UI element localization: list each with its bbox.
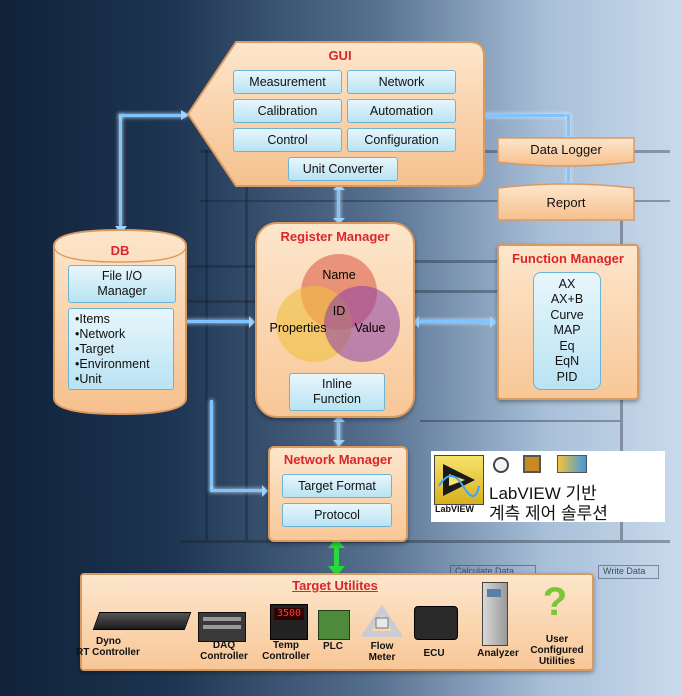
protocol-button[interactable]: Protocol [282,503,392,527]
db-item: •Environment [75,356,150,371]
calibration-button[interactable]: Calibration [233,99,342,123]
measurement-button[interactable]: Measurement [233,70,342,94]
utility-label-user: User Configured Utilities [530,634,584,667]
configuration-button[interactable]: Configuration [347,128,456,152]
temp-controller-icon: 3500 [270,604,308,640]
analyzer-icon [482,582,508,646]
inline-line2: Function [313,392,361,406]
inline-line1: Inline [322,377,352,391]
network-button[interactable]: Network [347,70,456,94]
utility-label-plc: PLC [323,641,343,652]
venn-properties: Properties [269,321,327,335]
inline-function[interactable]: Inline Function [289,373,385,411]
file-io-manager[interactable]: File I/O Manager [68,265,176,303]
db-item-list: •Items •Network •Target •Environment •Un… [68,308,174,390]
db-title: DB [110,243,130,258]
ecu-icon [414,606,458,640]
function-item[interactable]: AX [558,276,576,291]
automation-button[interactable]: Automation [347,99,456,123]
dyno-rack-icon [92,612,192,630]
labview-badge: LabVIEW LabVIEW 기반 계측 제어 솔루션 [431,451,665,523]
venn-id: ID [332,304,346,318]
utility-label-flow: Flow Meter [368,641,396,663]
write-data-label: Write Data [598,565,659,579]
utility-label-daq: DAQ Controller [200,640,248,662]
venn-name: Name [322,268,356,282]
file-io-line2: Manager [97,284,147,298]
function-item[interactable]: EqN [554,354,580,369]
data-logger-label[interactable]: Data Logger [530,142,602,157]
function-item[interactable]: AX+B [550,292,584,307]
utility-label-analyzer: Analyzer [477,648,519,659]
report-label[interactable]: Report [546,195,586,210]
labview-logo-text: LabVIEW [435,504,475,514]
function-item[interactable]: Curve [550,307,584,322]
db-item: •Target [75,341,115,356]
chip-icon [523,455,541,473]
function-manager-title: Function Manager [512,251,624,266]
labview-line1: LabVIEW 기반 [489,484,597,503]
flow-meter-icon [362,604,402,637]
register-manager-title: Register Manager [280,229,390,244]
utility-label-dyno: Dyno RT Controller [76,636,140,658]
target-format-button[interactable]: Target Format [282,474,392,498]
gui-title: GUI [328,48,352,63]
function-item[interactable]: PID [556,369,578,384]
question-mark-icon: ? [542,580,568,624]
control-button[interactable]: Control [233,128,342,152]
db-item: •Unit [75,371,102,386]
function-list: AX AX+B Curve MAP Eq EqN PID [533,272,601,390]
utility-label-ecu: ECU [423,648,445,659]
file-io-line1: File I/O [101,269,143,283]
db-item: •Network [75,326,126,341]
temp-display: 3500 [274,608,304,620]
amplifier-icon [557,455,587,473]
unit-converter-button[interactable]: Unit Converter [288,157,398,181]
target-utilities-title: Target Utilites [292,578,378,593]
function-item[interactable]: MAP [553,323,581,338]
function-item[interactable]: Eq [559,338,575,353]
stopwatch-icon [493,457,509,473]
utility-label-temp: Temp Controller [262,640,310,662]
daq-chassis-icon [198,612,246,642]
labview-logo-icon [434,455,484,505]
venn-value: Value [354,321,386,335]
plc-icon [318,610,350,640]
network-manager-title: Network Manager [283,452,393,467]
labview-line2: 계측 제어 솔루션 [489,504,608,523]
db-item: •Items [75,311,110,326]
